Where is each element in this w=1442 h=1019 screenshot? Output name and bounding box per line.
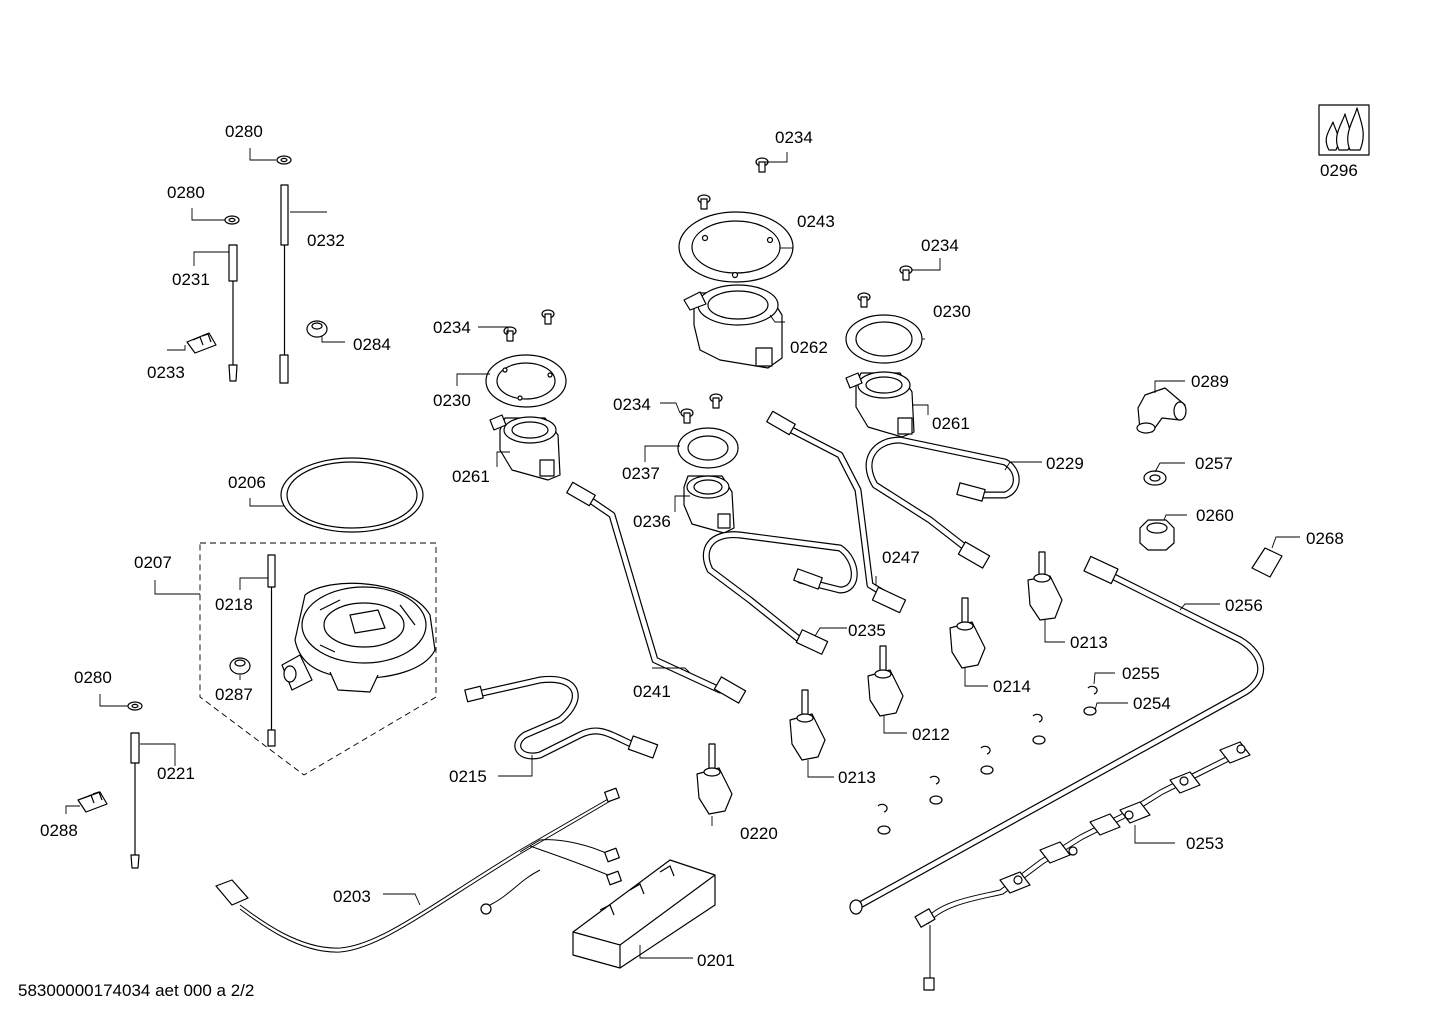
thermocouple-0218 (267, 554, 276, 747)
label-0212: 0212 (912, 725, 950, 744)
label-0280-mid: 0280 (167, 183, 205, 202)
label-0201: 0201 (697, 951, 735, 970)
gas-pipe-0241 (566, 481, 747, 704)
label-0220: 0220 (740, 824, 778, 843)
label-0268: 0268 (1306, 529, 1344, 548)
label-0253: 0253 (1186, 834, 1224, 853)
thermocouple-0232 (279, 184, 289, 384)
label-0256: 0256 (1225, 596, 1263, 615)
leader-lines (65, 148, 1300, 959)
burner-body-0262 (683, 284, 783, 369)
label-0261-right: 0261 (932, 414, 970, 433)
screw-0234-h (857, 292, 871, 308)
gas-manifold-0256 (849, 555, 1265, 915)
nut-0287 (229, 657, 251, 675)
label-0232: 0232 (307, 231, 345, 250)
screw-0234-b (541, 309, 555, 325)
valve-0212 (867, 645, 904, 717)
burner-0207 (281, 582, 436, 693)
screw-0234-g (899, 265, 913, 281)
screw-0234-c (680, 408, 694, 424)
nut-0284 (306, 320, 328, 338)
gasket-0243 (678, 211, 794, 283)
label-0230-left: 0230 (433, 391, 471, 410)
label-0236: 0236 (633, 512, 671, 531)
valve-0213-low (789, 689, 826, 761)
label-0257: 0257 (1195, 454, 1233, 473)
gasket-0230-left (485, 354, 567, 408)
label-0207: 0207 (134, 553, 172, 572)
label-0241: 0241 (633, 682, 671, 701)
label-0234-right: 0234 (921, 236, 959, 255)
label-0221: 0221 (157, 764, 195, 783)
label-0237: 0237 (622, 464, 660, 483)
gas-flame-icon (1318, 104, 1370, 156)
gasket-0230-right (845, 314, 923, 364)
wiring-harness-0203 (215, 787, 622, 953)
burner-body-0236 (683, 475, 735, 534)
label-0203: 0203 (333, 887, 371, 906)
clip-0288 (77, 791, 108, 813)
label-0255: 0255 (1122, 664, 1160, 683)
label-0287: 0287 (215, 685, 253, 704)
valve-0220 (696, 743, 733, 815)
label-0280-low: 0280 (74, 668, 112, 687)
valve-0213-top (1027, 551, 1063, 621)
document-id-footer: 58300000174034 aet 000 a 2/2 (18, 981, 255, 1000)
switch-harness-0253 (914, 741, 1251, 991)
flame-icon-label: 0296 (1320, 161, 1358, 180)
label-0280-top: 0280 (225, 122, 263, 141)
label-0284: 0284 (353, 335, 391, 354)
elbow-fitting-0289 (1136, 387, 1187, 434)
label-0243: 0243 (797, 212, 835, 231)
clips-0255-and-washers-0254 (877, 685, 1098, 835)
gas-pipe-0247 (766, 410, 907, 614)
valve-0214 (949, 597, 986, 669)
sealing-ring-0206 (280, 457, 424, 533)
washer-0280-low (127, 701, 143, 711)
label-0231: 0231 (172, 270, 210, 289)
electrode-0221 (130, 732, 140, 869)
label-0260: 0260 (1196, 506, 1234, 525)
electrode-0231 (228, 244, 238, 382)
clip-0233 (186, 332, 217, 354)
label-0234-center: 0234 (613, 395, 651, 414)
label-0233: 0233 (147, 363, 185, 382)
label-0229: 0229 (1046, 454, 1084, 473)
label-0214: 0214 (993, 677, 1031, 696)
label-0234-top: 0234 (775, 128, 813, 147)
burner-body-0261-right (845, 371, 915, 438)
label-0235: 0235 (848, 621, 886, 640)
label-0218: 0218 (215, 595, 253, 614)
label-0234-left: 0234 (433, 318, 471, 337)
label-0215: 0215 (449, 767, 487, 786)
label-0206: 0206 (228, 473, 266, 492)
label-0230-right: 0230 (933, 302, 971, 321)
label-0288: 0288 (40, 821, 78, 840)
label-0289: 0289 (1191, 372, 1229, 391)
label-0247: 0247 (882, 548, 920, 567)
washer-0280-top (276, 155, 292, 165)
nut-0260 (1139, 519, 1175, 551)
label-0213-low: 0213 (838, 768, 876, 787)
ignition-module-0201 (572, 859, 716, 969)
label-0254: 0254 (1133, 694, 1171, 713)
gasket-0237 (677, 427, 739, 469)
washer-0280-mid (224, 215, 240, 225)
label-0213-top: 0213 (1070, 633, 1108, 652)
label-0262: 0262 (790, 338, 828, 357)
label-0261-left: 0261 (452, 467, 490, 486)
screw-0234-a (503, 326, 517, 342)
screw-0234-d (709, 393, 723, 409)
gas-pipe-0215 (464, 675, 659, 760)
screw-0234-f (697, 194, 711, 210)
burner-body-0261-left (489, 414, 561, 481)
washer-0257 (1143, 470, 1167, 486)
screw-0234-e (755, 157, 769, 173)
gas-pipe-0235 (702, 531, 858, 655)
gas-pipe-0229 (865, 436, 1020, 569)
bracket-0268 (1251, 547, 1283, 578)
